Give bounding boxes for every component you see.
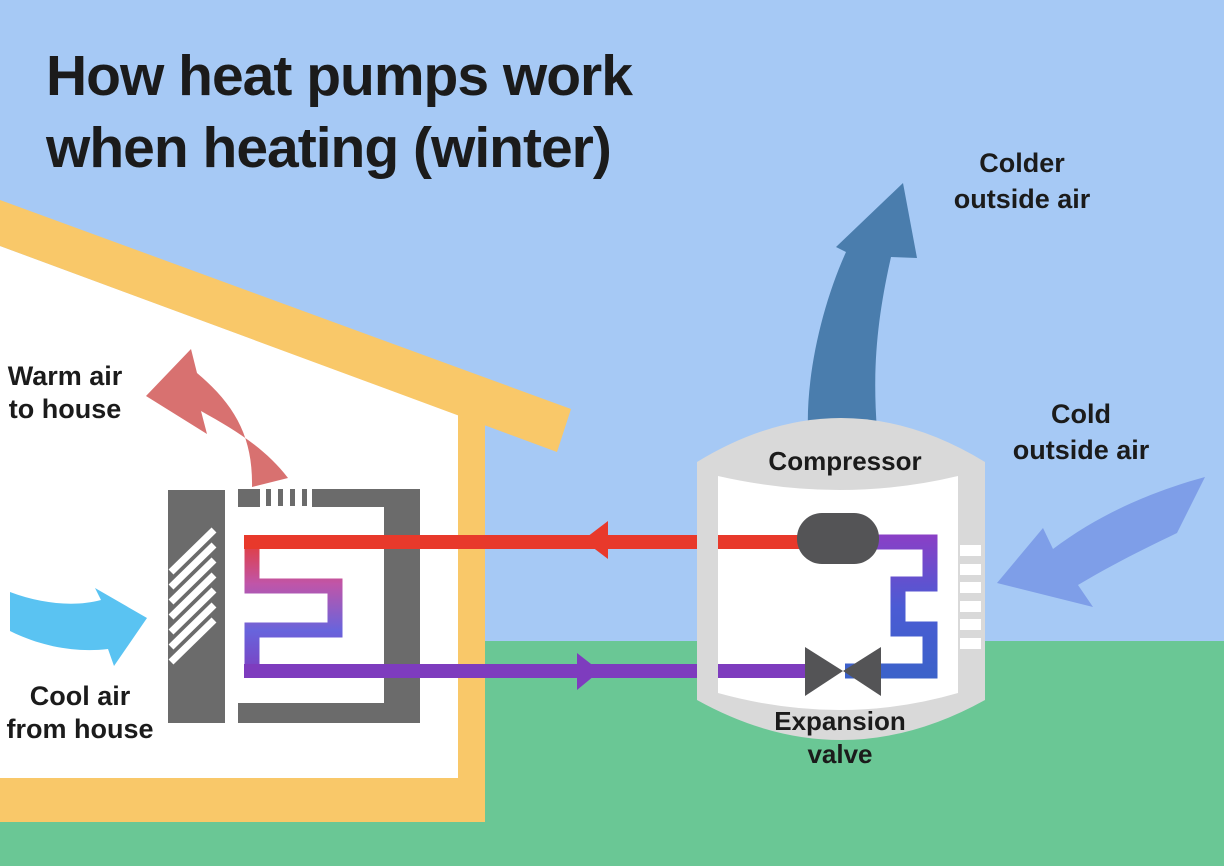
indoor-heat-exchanger-coil — [244, 537, 343, 673]
cold-pipe-arrow-icon — [577, 653, 600, 690]
hot-pipe-arrow-icon — [583, 521, 608, 559]
title-line-2: when heating (winter) — [46, 116, 612, 180]
cool-air-label: Cool air from house — [6, 681, 154, 744]
cold-refrigerant-pipe — [244, 664, 706, 678]
hot-refrigerant-pipe — [244, 535, 706, 549]
page-title: How heat pumps work when heating (winter… — [46, 40, 633, 184]
outdoor-vent-stripes — [960, 545, 981, 649]
title-line-1: How heat pumps work — [46, 44, 633, 108]
warm-air-label: Warm air to house — [7, 361, 123, 424]
indoor-top-vent-tick — [278, 489, 283, 506]
house-floor — [0, 778, 485, 822]
expansion-valve-icon — [843, 647, 881, 696]
expansion-valve-label: Expansion valve — [774, 706, 906, 769]
cold-air-arrow-icon — [997, 477, 1205, 607]
cool-air-arrow-icon — [10, 588, 147, 666]
cold-pipe-inside-unit — [718, 664, 810, 678]
indoor-top-vent-tick — [302, 489, 307, 506]
outdoor-unit — [697, 418, 985, 740]
indoor-vent-stripes — [168, 527, 217, 665]
house-roof — [0, 200, 571, 452]
expansion-valve-icon — [805, 647, 843, 696]
house-wall — [458, 404, 485, 822]
cold-outside-air-label: Cold outside air — [1012, 399, 1150, 465]
evaporator-coil — [845, 534, 938, 679]
compressor-label: Compressor — [768, 446, 922, 476]
indoor-unit — [168, 489, 420, 723]
indoor-top-vent-tick — [290, 489, 295, 506]
colder-outside-air-label: Colder outside air — [953, 148, 1091, 214]
colder-air-arrow-icon — [807, 183, 917, 430]
refrigerant-pipes — [244, 521, 706, 690]
compressor-icon — [797, 513, 879, 564]
indoor-top-vent-tick — [266, 489, 271, 506]
indoor-unit-frame — [238, 489, 420, 723]
warm-air-arrow-icon — [146, 349, 288, 487]
hot-pipe-inside-unit — [718, 535, 806, 549]
